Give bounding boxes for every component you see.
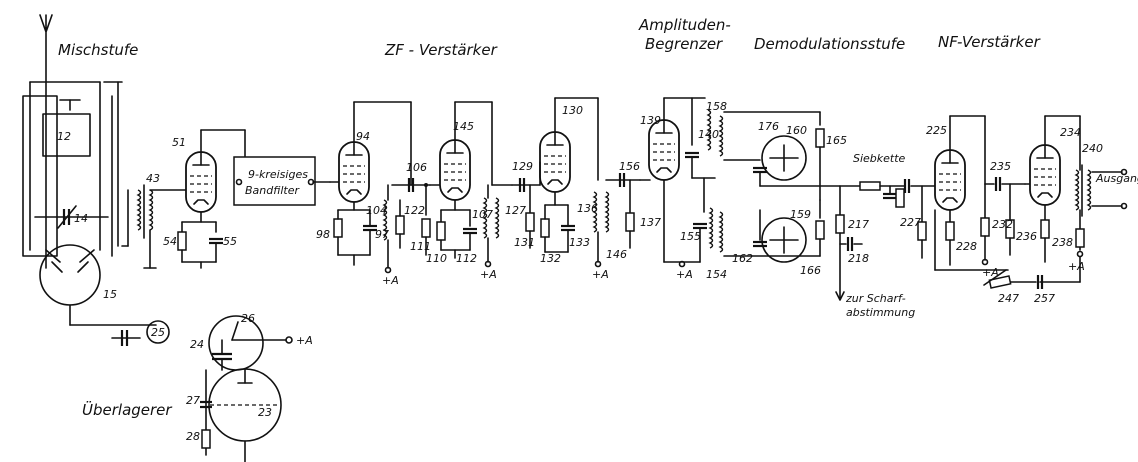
section-ueberlagerer: Überlagerer bbox=[82, 400, 172, 419]
mischstufe-cavity bbox=[22, 14, 170, 346]
zf-stage-94 bbox=[329, 101, 431, 274]
plus-a-107: +A bbox=[480, 268, 497, 281]
part-label-110: 110 bbox=[426, 252, 447, 265]
bandfilter-box bbox=[233, 156, 331, 206]
plus-a-ueberlagerer: +A bbox=[296, 334, 313, 347]
part-label-43: 43 bbox=[146, 172, 160, 185]
part-label-131: 131 bbox=[514, 236, 535, 249]
part-label-137: 156 bbox=[619, 160, 640, 173]
plus-a-94: +A bbox=[382, 274, 399, 287]
part-label-28: 28 bbox=[186, 430, 200, 443]
section-mischstufe: Mischstufe bbox=[58, 41, 138, 59]
part-label-158: 158 bbox=[706, 100, 727, 113]
plus-a-234: +A bbox=[1068, 260, 1085, 273]
part-label-132: 132 bbox=[540, 252, 561, 265]
part-label-162: 162 bbox=[732, 252, 753, 265]
part-label-139: 139 bbox=[640, 114, 661, 127]
part-label-140: 137 bbox=[640, 216, 661, 229]
part-label-107: 145 bbox=[453, 120, 474, 133]
part-label-106: 106 bbox=[406, 161, 427, 174]
part-label-112: 112 bbox=[456, 252, 477, 265]
section-demodulationsstufe: Demodulationsstufe bbox=[754, 35, 905, 53]
part-label-154: 154 bbox=[706, 268, 727, 281]
part-label-24: 24 bbox=[190, 338, 204, 351]
part-label-26: 26 bbox=[241, 312, 255, 325]
part-label-54: 54 bbox=[163, 235, 177, 248]
note-scharfabstimmung-line2: abstimmung bbox=[846, 306, 915, 319]
part-label-122: 122 bbox=[404, 204, 425, 217]
part-label-94: 94 bbox=[356, 130, 370, 143]
bandfilter-label-line2: Bandfilter bbox=[245, 184, 300, 197]
part-label-129: 129 bbox=[512, 160, 533, 173]
part-label-257: 257 bbox=[1034, 292, 1055, 305]
note-siebkette: Siebkette bbox=[853, 152, 906, 165]
stage-51 bbox=[121, 129, 246, 269]
section-amplituden-line1: Amplituden- bbox=[638, 16, 731, 34]
bandfilter-label-line1: 9-kreisiges bbox=[248, 168, 308, 181]
part-label-156: 140 bbox=[698, 128, 719, 141]
part-label-227: 227 bbox=[900, 216, 921, 229]
plus-a-130: +A bbox=[592, 268, 609, 281]
nf-stage-225: Siebkette bbox=[839, 115, 1026, 271]
limiter-stage-139 bbox=[618, 97, 716, 268]
note-ausgang: Ausgang bbox=[1095, 172, 1138, 185]
part-label-51: 51 bbox=[172, 136, 186, 149]
demodulation-stage bbox=[719, 111, 863, 301]
part-label-232: 232 bbox=[992, 218, 1013, 231]
part-label-127: 107 bbox=[472, 208, 493, 221]
part-label-166: 166 bbox=[800, 264, 821, 277]
part-label-15: 15 bbox=[103, 288, 117, 301]
ueberlagerer-circuit bbox=[200, 315, 293, 462]
part-label-25: 25 bbox=[151, 326, 165, 339]
zf-stage-107 bbox=[429, 101, 513, 268]
part-label-236: 236 bbox=[1016, 230, 1037, 243]
section-amplituden-line2: Begrenzer bbox=[645, 35, 723, 53]
part-label-228: 228 bbox=[956, 240, 977, 253]
part-label-145: 127 bbox=[505, 204, 526, 217]
part-label-159: 159 bbox=[790, 208, 811, 221]
part-label-238: 238 bbox=[1052, 236, 1073, 249]
section-zf-verstaerker: ZF - Verstärker bbox=[384, 41, 498, 59]
part-label-217: 217 bbox=[848, 218, 869, 231]
part-label-176: 176 bbox=[758, 120, 779, 133]
part-label-136: 136 bbox=[577, 202, 598, 215]
part-label-146: 146 bbox=[606, 248, 627, 261]
part-label-12: 12 bbox=[57, 130, 71, 143]
part-label-165: 165 bbox=[826, 134, 847, 147]
section-nf-verstaerker: NF-Verstärker bbox=[938, 33, 1041, 51]
plus-a-225: +A bbox=[982, 266, 999, 279]
part-label-97: 97 bbox=[375, 228, 389, 241]
part-label-160: 160 bbox=[786, 124, 807, 137]
part-label-240: 240 bbox=[1082, 142, 1103, 155]
nf-stage-234 bbox=[983, 115, 1128, 291]
part-label-247: 247 bbox=[998, 292, 1019, 305]
part-label-111: 111 bbox=[410, 240, 431, 253]
part-label-133: 133 bbox=[569, 236, 590, 249]
part-label-55: 55 bbox=[223, 235, 237, 248]
part-label-14: 14 bbox=[74, 212, 88, 225]
part-label-218: 218 bbox=[848, 252, 869, 265]
part-label-155: 155 bbox=[680, 230, 701, 243]
part-label-98: 98 bbox=[316, 228, 330, 241]
part-label-27: 27 bbox=[186, 394, 200, 407]
part-label-225: 225 bbox=[926, 124, 947, 137]
part-label-234: 234 bbox=[1060, 126, 1081, 139]
plus-a-139: +A bbox=[676, 268, 693, 281]
part-label-130: 130 bbox=[562, 104, 583, 117]
note-scharfabstimmung-line1: zur Scharf- bbox=[845, 292, 906, 305]
part-label-235: 235 bbox=[990, 160, 1011, 173]
zf-stage-130 bbox=[511, 97, 641, 268]
part-label-104: 104 bbox=[366, 204, 387, 217]
part-label-23: 23 bbox=[258, 406, 272, 419]
